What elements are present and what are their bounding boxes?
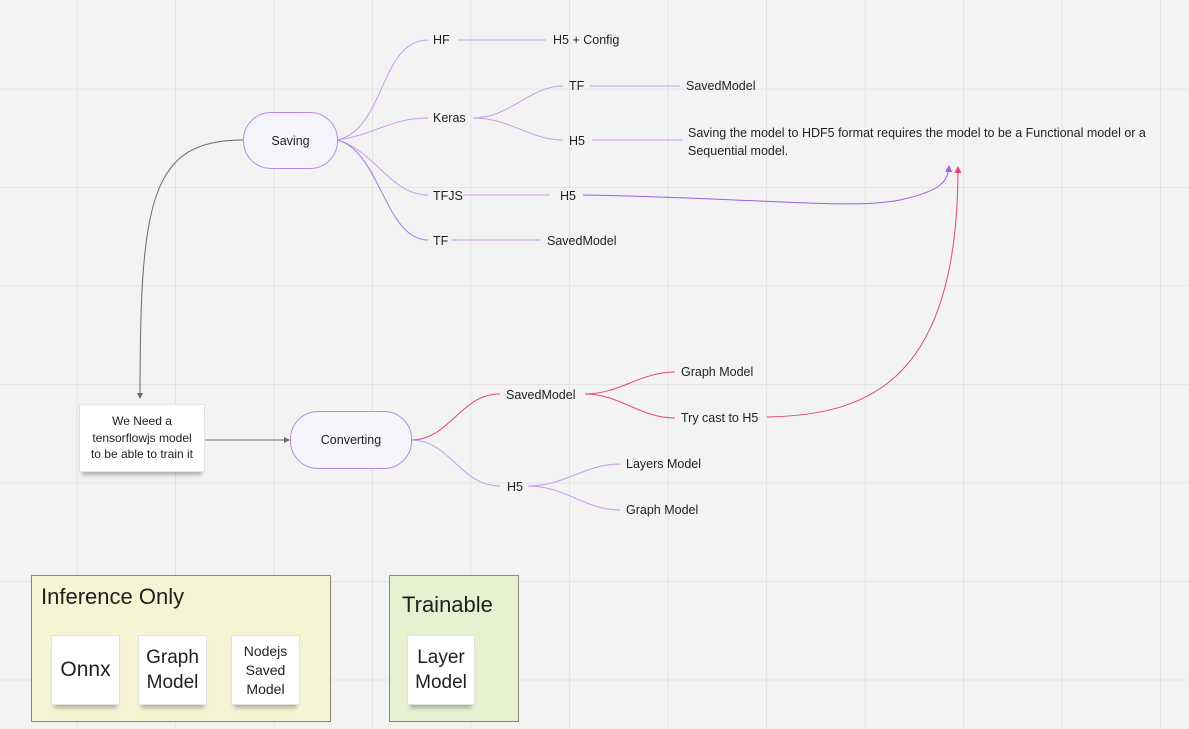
saving-label: Saving	[271, 133, 310, 148]
root-note-text: We Need a tensorflowjs model to be able …	[90, 414, 194, 462]
keras-h5-node[interactable]: H5	[569, 134, 585, 148]
edge-root-saving	[137, 139, 244, 399]
onnx-note-text: Onnx	[60, 658, 111, 681]
layer-model-sticky-note[interactable]: Layer Model	[407, 635, 475, 705]
inference-only-frame[interactable]: Inference Only Onnx Graph Model Nodejs S…	[31, 575, 331, 722]
saving-tf-target[interactable]: SavedModel	[547, 234, 617, 248]
saving-tf-node[interactable]: TF	[433, 234, 449, 248]
h5-graph-node[interactable]: Graph Model	[626, 503, 699, 517]
edge-savedmodel-graph	[584, 371, 676, 395]
edge-saving-tfjs	[336, 139, 429, 196]
edge-savedmodel-cast	[584, 393, 676, 419]
nodejs-saved-model-note-text: Nodejs Saved Model	[243, 642, 288, 697]
edge-h5-graph	[527, 485, 621, 511]
keras-tf-node[interactable]: TF	[569, 79, 585, 93]
trainable-frame[interactable]: Trainable Layer Model	[389, 575, 519, 722]
graph-model-note-text: Graph Model	[146, 647, 199, 693]
edge-keras-tf	[472, 85, 564, 119]
saving-tfjs-node[interactable]: TFJS	[433, 189, 463, 203]
layer-model-note-text: Layer Model	[415, 647, 467, 693]
converting-label: Converting	[320, 433, 382, 447]
saving-node[interactable]: Saving	[243, 112, 338, 169]
keras-h5-note[interactable]: Saving the model to HDF5 format requires…	[688, 126, 1146, 158]
tfjs-target[interactable]: H5	[560, 189, 576, 203]
edge-saving-keras	[336, 117, 429, 141]
savedmodel-graph-node[interactable]: Graph Model	[681, 365, 754, 379]
converting-h5-node[interactable]: H5	[507, 480, 523, 494]
savedmodel-cast-node[interactable]: Try cast to H5	[681, 411, 759, 425]
edge-converting-h5	[410, 439, 501, 487]
edge-keras-h5	[472, 117, 564, 141]
edge-h5-layers	[527, 463, 621, 487]
edge-converting-savedmodel	[410, 393, 501, 441]
saving-hf-target[interactable]: H5 + Config	[553, 33, 620, 47]
edge-saving-tf	[336, 139, 429, 241]
saving-hf-node[interactable]: HF	[433, 33, 450, 47]
onnx-sticky-note[interactable]: Onnx	[51, 635, 120, 705]
converting-node[interactable]: Converting	[290, 411, 412, 469]
root-sticky-note[interactable]: We Need a tensorflowjs model to be able …	[79, 404, 205, 472]
h5-layers-node[interactable]: Layers Model	[626, 457, 702, 471]
keras-tf-target[interactable]: SavedModel	[686, 79, 756, 93]
trainable-title: Trainable	[402, 592, 493, 617]
nodejs-saved-model-sticky-note[interactable]: Nodejs Saved Model	[231, 635, 300, 705]
graph-model-sticky-note[interactable]: Graph Model	[138, 635, 207, 705]
saving-keras-node[interactable]: Keras	[433, 111, 466, 125]
edge-cast-note	[766, 166, 962, 418]
converting-savedmodel-node[interactable]: SavedModel	[506, 388, 576, 402]
edge-tfjsh5-note	[582, 165, 953, 205]
inference-only-title: Inference Only	[41, 584, 185, 609]
edge-saving-hf	[336, 39, 429, 141]
